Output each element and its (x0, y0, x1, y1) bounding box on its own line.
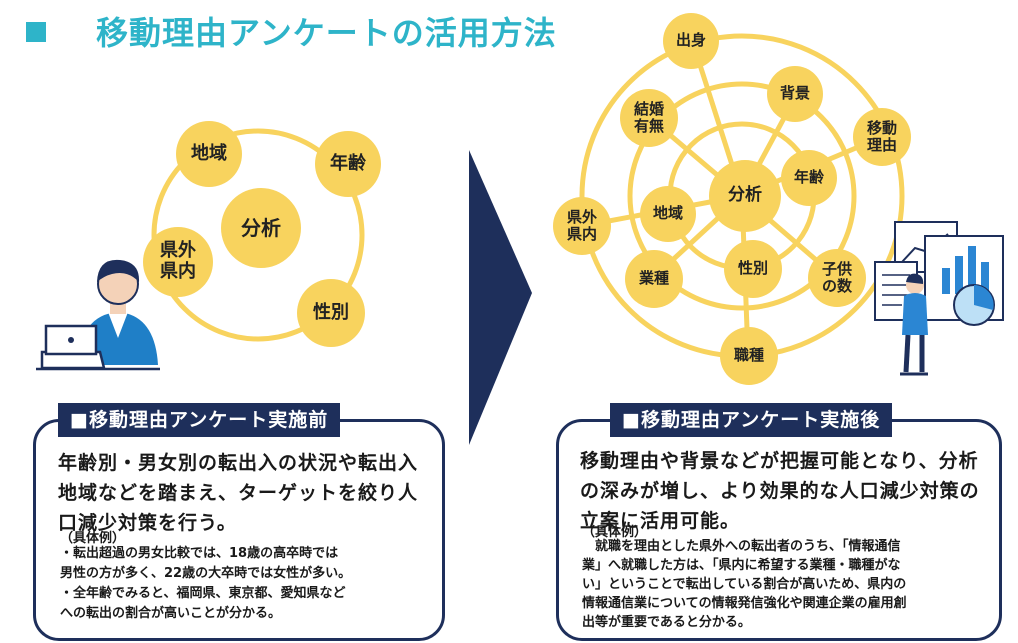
person-laptop-illustration (36, 259, 160, 371)
before-survey-main-text: 年齢別・男女別の転出入の状況や転出入地域などを踏まえ、ターゲットを絞り人口減少対… (58, 452, 419, 534)
right-node-origin: 出身 (663, 13, 719, 69)
left-node-analysis: 分析 (221, 188, 301, 268)
title-bullet-square (26, 22, 46, 42)
analysis-chart-illustration (874, 221, 1004, 376)
right-node-age: 年齢 (781, 150, 837, 206)
right-node-occupation: 職種 (720, 327, 778, 385)
after-example-line: い」ということで転出している割合が高いため、県内の (582, 577, 907, 592)
after-example-line: 情報通信業についての情報発信強化や関連企業の雇用創 (582, 596, 907, 611)
after-example-line: 就職を理由とした県外への転出者のうち、「情報通信 (582, 539, 901, 554)
left-node-region: 地域 (176, 121, 242, 187)
left-node-age: 年齢 (315, 131, 381, 197)
after-example-line: 業」へ就職した方は、「県内に希望する業種・職種がな (582, 558, 901, 573)
after-example-text: 就職を理由とした県外への転出者のうち、「情報通信 業」へ就職した方は、「県内に希… (582, 537, 990, 632)
before-example-heading: （具体例） (60, 531, 126, 546)
after-example-line: 出等が重要であると分かる。 (582, 615, 751, 630)
before-example-line: への転出の割合が高いことが分かる。 (60, 606, 282, 621)
before-example-text: ・転出超過の男女比較では、18歳の高卒時では 男性の方が多く、22歳の大卒時では… (60, 544, 430, 624)
right-node-inside-outside-prefecture: 県外 県内 (553, 197, 611, 255)
after-example-heading: （具体例） (582, 525, 648, 540)
before-survey-label: ■移動理由アンケート実施前 (58, 403, 341, 437)
before-example-line: ・転出超過の男女比較では、18歳の高卒時では (60, 546, 339, 561)
before-survey-box (33, 419, 445, 641)
right-node-region: 地域 (640, 186, 696, 242)
transition-arrow (469, 150, 532, 445)
before-example-line: ・全年齢でみると、福岡県、東京都、愛知県など (60, 586, 346, 601)
left-node-inside-outside-prefecture: 県外 県内 (143, 227, 213, 297)
right-node-marital-status: 結婚 有無 (620, 89, 678, 147)
before-example-line: 男性の方が多く、22歳の大卒時では女性が多い。 (60, 566, 352, 581)
after-survey-main-text: 移動理由や背景などが把握可能となり、分析の深みが増し、より効果的な人口減少対策の… (580, 450, 980, 532)
right-node-number-of-children: 子供 の数 (808, 249, 866, 307)
right-node-industry: 業種 (625, 250, 683, 308)
right-node-analysis: 分析 (709, 160, 781, 232)
right-node-moving-reason: 移動 理由 (853, 108, 911, 166)
right-node-background: 背景 (767, 66, 823, 122)
right-node-gender: 性別 (724, 240, 782, 298)
left-node-gender: 性別 (297, 279, 365, 347)
after-survey-label: ■移動理由アンケート実施後 (610, 403, 893, 437)
right-middle-ring (627, 81, 857, 311)
page-title: 移動理由アンケートの活用方法 (96, 14, 557, 52)
